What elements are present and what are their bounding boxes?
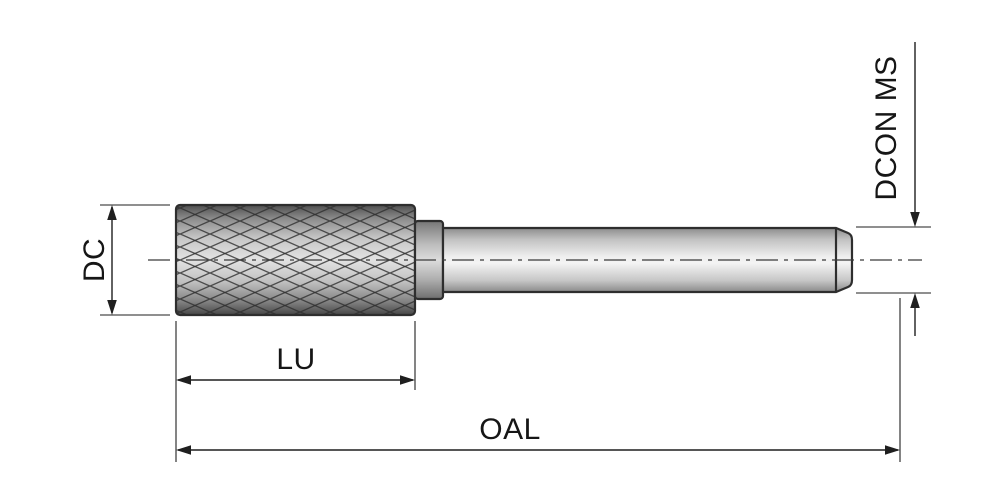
lu-arrow-right <box>400 375 415 385</box>
dcon-label: DCON MS <box>870 55 903 200</box>
oal-arrow-left <box>176 445 191 455</box>
lu-dimension: LU <box>175 321 416 462</box>
dc-arrow-down <box>107 300 117 315</box>
oal-dimension: OAL <box>176 298 901 462</box>
dc-dimension: DC <box>78 204 170 316</box>
dcon-dimension: DCON MS <box>856 42 931 336</box>
lu-arrow-left <box>176 375 191 385</box>
oal-arrow-right <box>885 445 900 455</box>
dc-label: DC <box>78 238 111 282</box>
lu-label: LU <box>276 343 315 376</box>
dcon-arrow-up <box>910 293 920 308</box>
cutting-head <box>174 203 417 317</box>
dcon-arrow-down <box>910 212 920 227</box>
dc-arrow-up <box>107 205 117 220</box>
tool-body <box>148 203 922 317</box>
oal-label: OAL <box>479 413 541 446</box>
